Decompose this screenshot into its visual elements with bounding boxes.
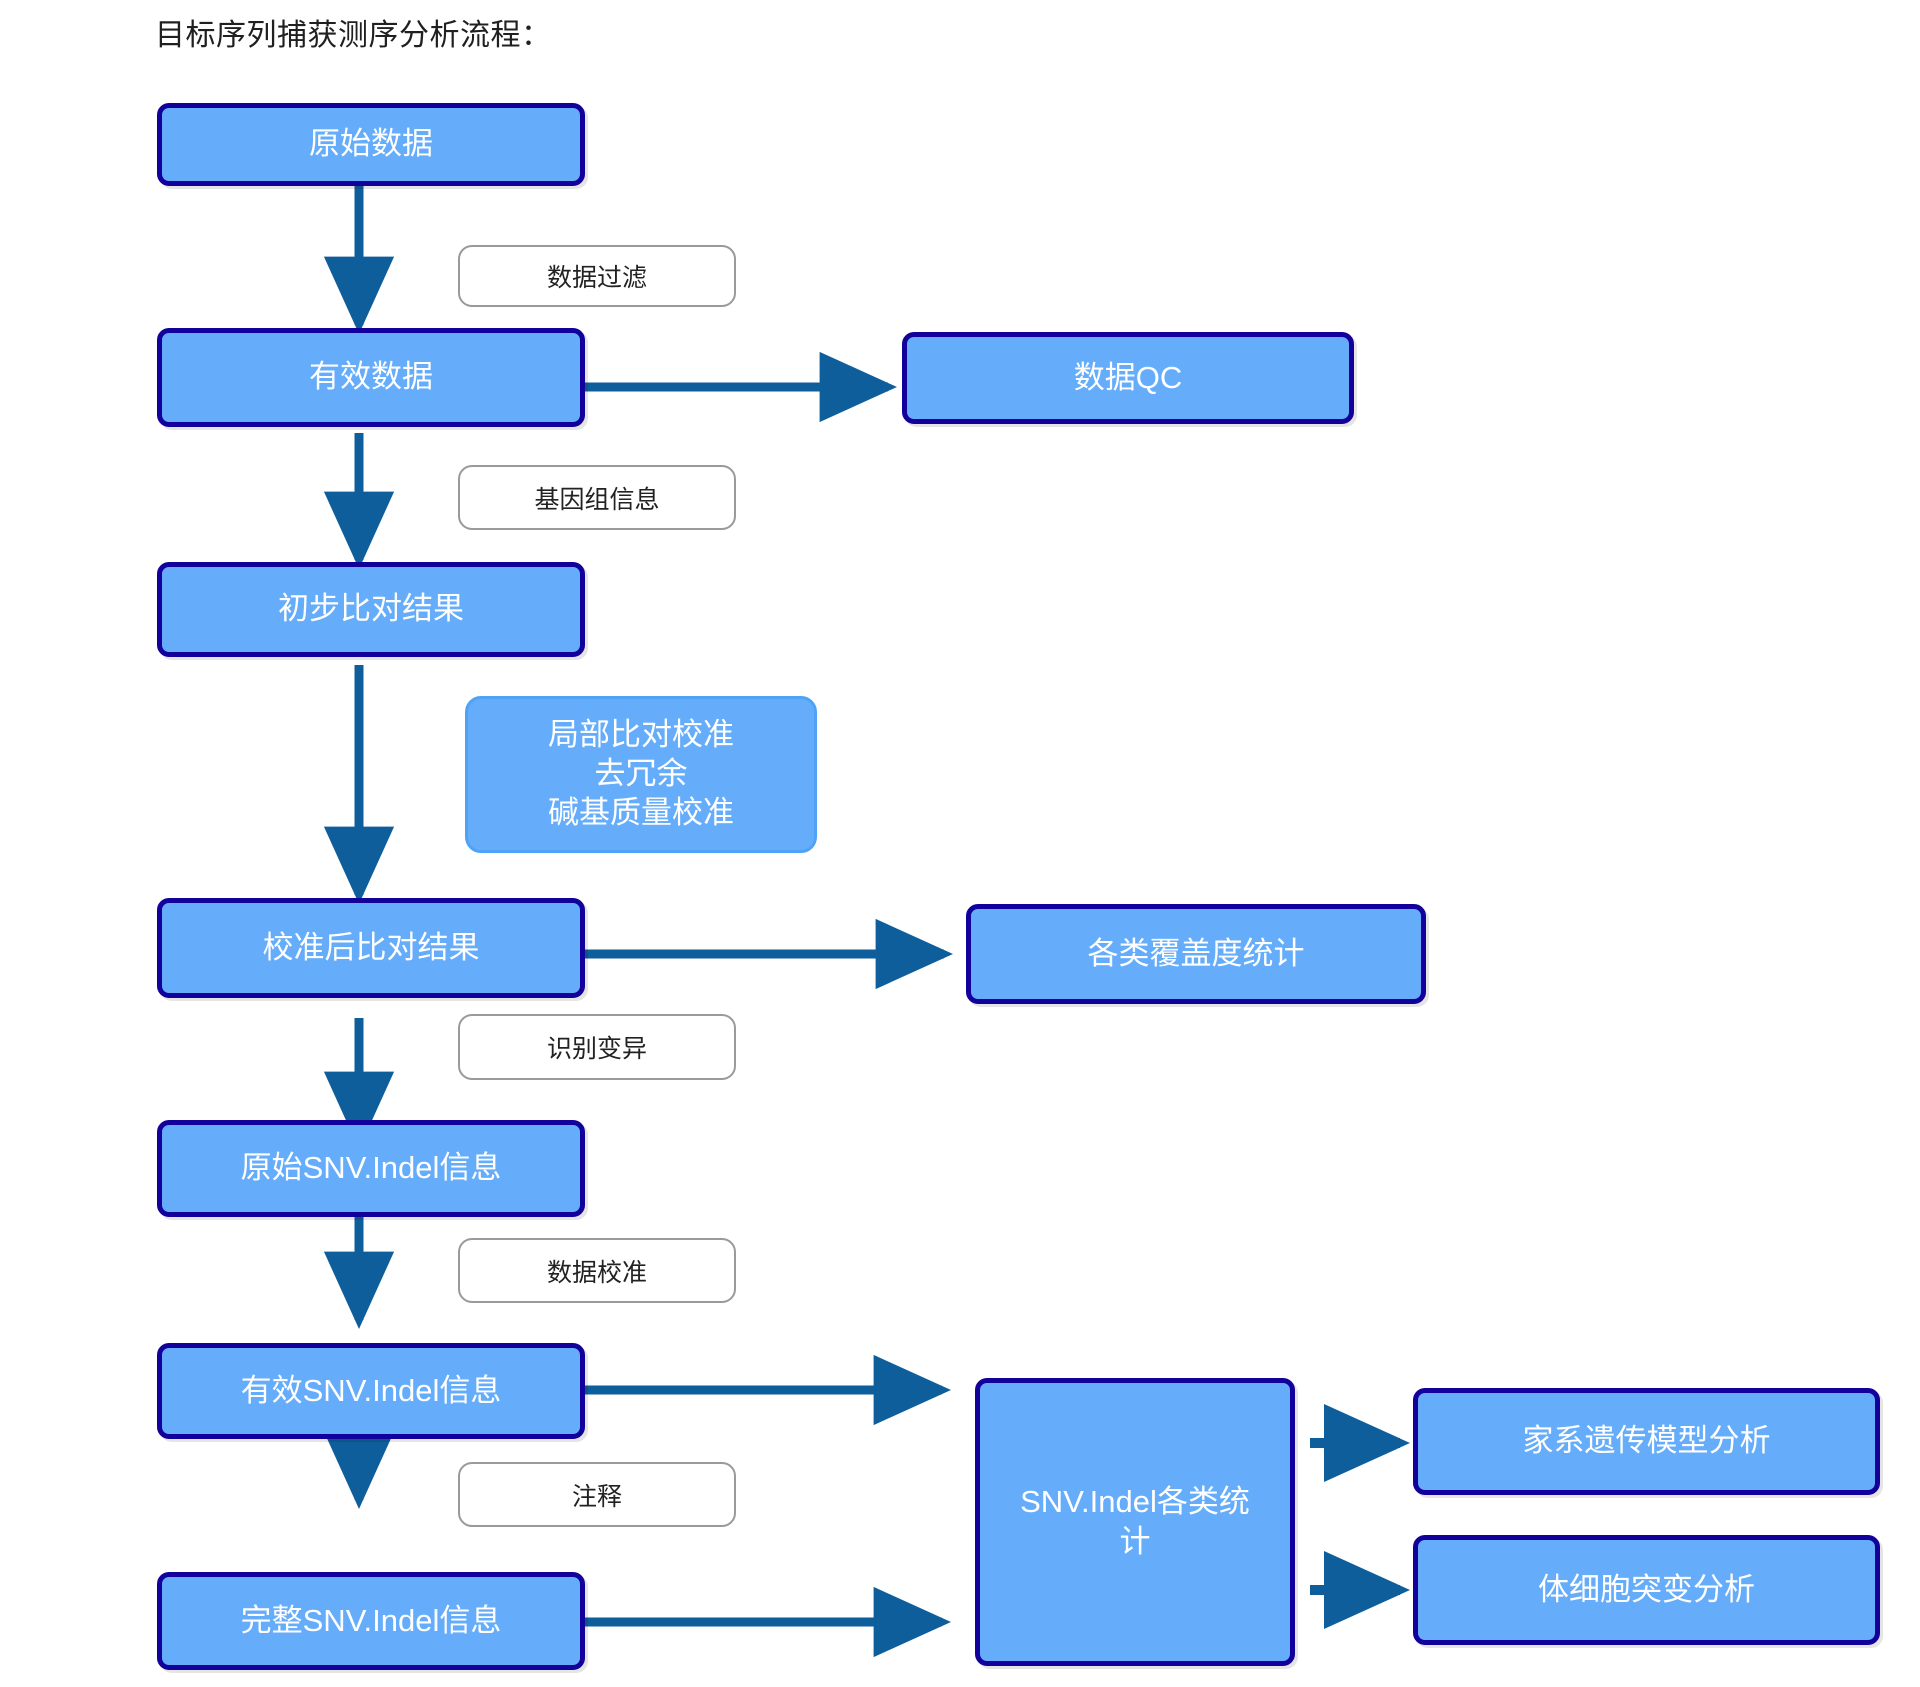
node-family-inheritance-model[interactable]: 家系遗传模型分析 [1413, 1388, 1880, 1495]
node-full-snv-indel[interactable]: 完整SNV.Indel信息 [157, 1572, 585, 1670]
node-valid-snv-indel-label: 有效SNV.Indel信息 [240, 1372, 502, 1408]
node-full-snv-indel-label: 完整SNV.Indel信息 [240, 1602, 502, 1638]
edge-label-genome-info: 基因组信息 [458, 465, 736, 530]
node-valid-data-label: 有效数据 [309, 359, 433, 395]
node-somatic-mutation-label: 体细胞突变分析 [1538, 1571, 1755, 1607]
recal-step-line-1: 局部比对校准 [548, 717, 734, 753]
node-family-inheritance-model-label: 家系遗传模型分析 [1522, 1423, 1771, 1459]
edge-label-data-filter-text: 数据过滤 [546, 264, 647, 292]
node-raw-data[interactable]: 原始数据 [157, 103, 585, 186]
node-coverage-stats[interactable]: 各类覆盖度统计 [966, 904, 1426, 1004]
node-somatic-mutation[interactable]: 体细胞突变分析 [1413, 1535, 1880, 1645]
edge-label-annotation: 注释 [458, 1462, 736, 1527]
node-coverage-stats-label: 各类覆盖度统计 [1087, 935, 1305, 971]
node-data-qc[interactable]: 数据QC [902, 332, 1354, 424]
edge-label-data-calibration-text: 数据校准 [546, 1258, 647, 1287]
edge-label-data-filter: 数据过滤 [458, 245, 736, 307]
node-raw-snv-indel[interactable]: 原始SNV.Indel信息 [157, 1120, 585, 1217]
recal-step-line-2: 去冗余 [594, 756, 688, 792]
node-recalibration-steps[interactable]: 局部比对校准 去冗余 碱基质量校准 [465, 696, 817, 853]
node-raw-data-label: 原始数据 [309, 126, 433, 162]
node-data-qc-label: 数据QC [1073, 359, 1183, 395]
node-initial-align[interactable]: 初步比对结果 [157, 562, 585, 657]
edge-label-data-calibration: 数据校准 [458, 1238, 736, 1303]
recal-step-line-3: 碱基质量校准 [548, 794, 734, 830]
node-snv-indel-stats-line-2: 计 [1119, 1524, 1151, 1559]
node-calibrated-align[interactable]: 校准后比对结果 [157, 898, 585, 998]
node-raw-snv-indel-label: 原始SNV.Indel信息 [240, 1150, 502, 1186]
edge-label-annotation-text: 注释 [571, 1482, 622, 1511]
node-snv-indel-stats[interactable]: SNV.Indel各类统 计 [975, 1378, 1295, 1666]
edge-label-genome-info-text: 基因组信息 [534, 485, 660, 514]
page-title: 目标序列捕获测序分析流程： [155, 19, 552, 52]
node-snv-indel-stats-line-1: SNV.Indel各类统 [1020, 1483, 1250, 1519]
node-valid-data[interactable]: 有效数据 [157, 328, 585, 427]
node-initial-align-label: 初步比对结果 [278, 591, 464, 627]
edge-label-call-variant: 识别变异 [458, 1014, 736, 1080]
node-calibrated-align-label: 校准后比对结果 [262, 929, 480, 965]
edge-label-call-variant-text: 识别变异 [546, 1035, 647, 1063]
node-valid-snv-indel[interactable]: 有效SNV.Indel信息 [157, 1343, 585, 1439]
